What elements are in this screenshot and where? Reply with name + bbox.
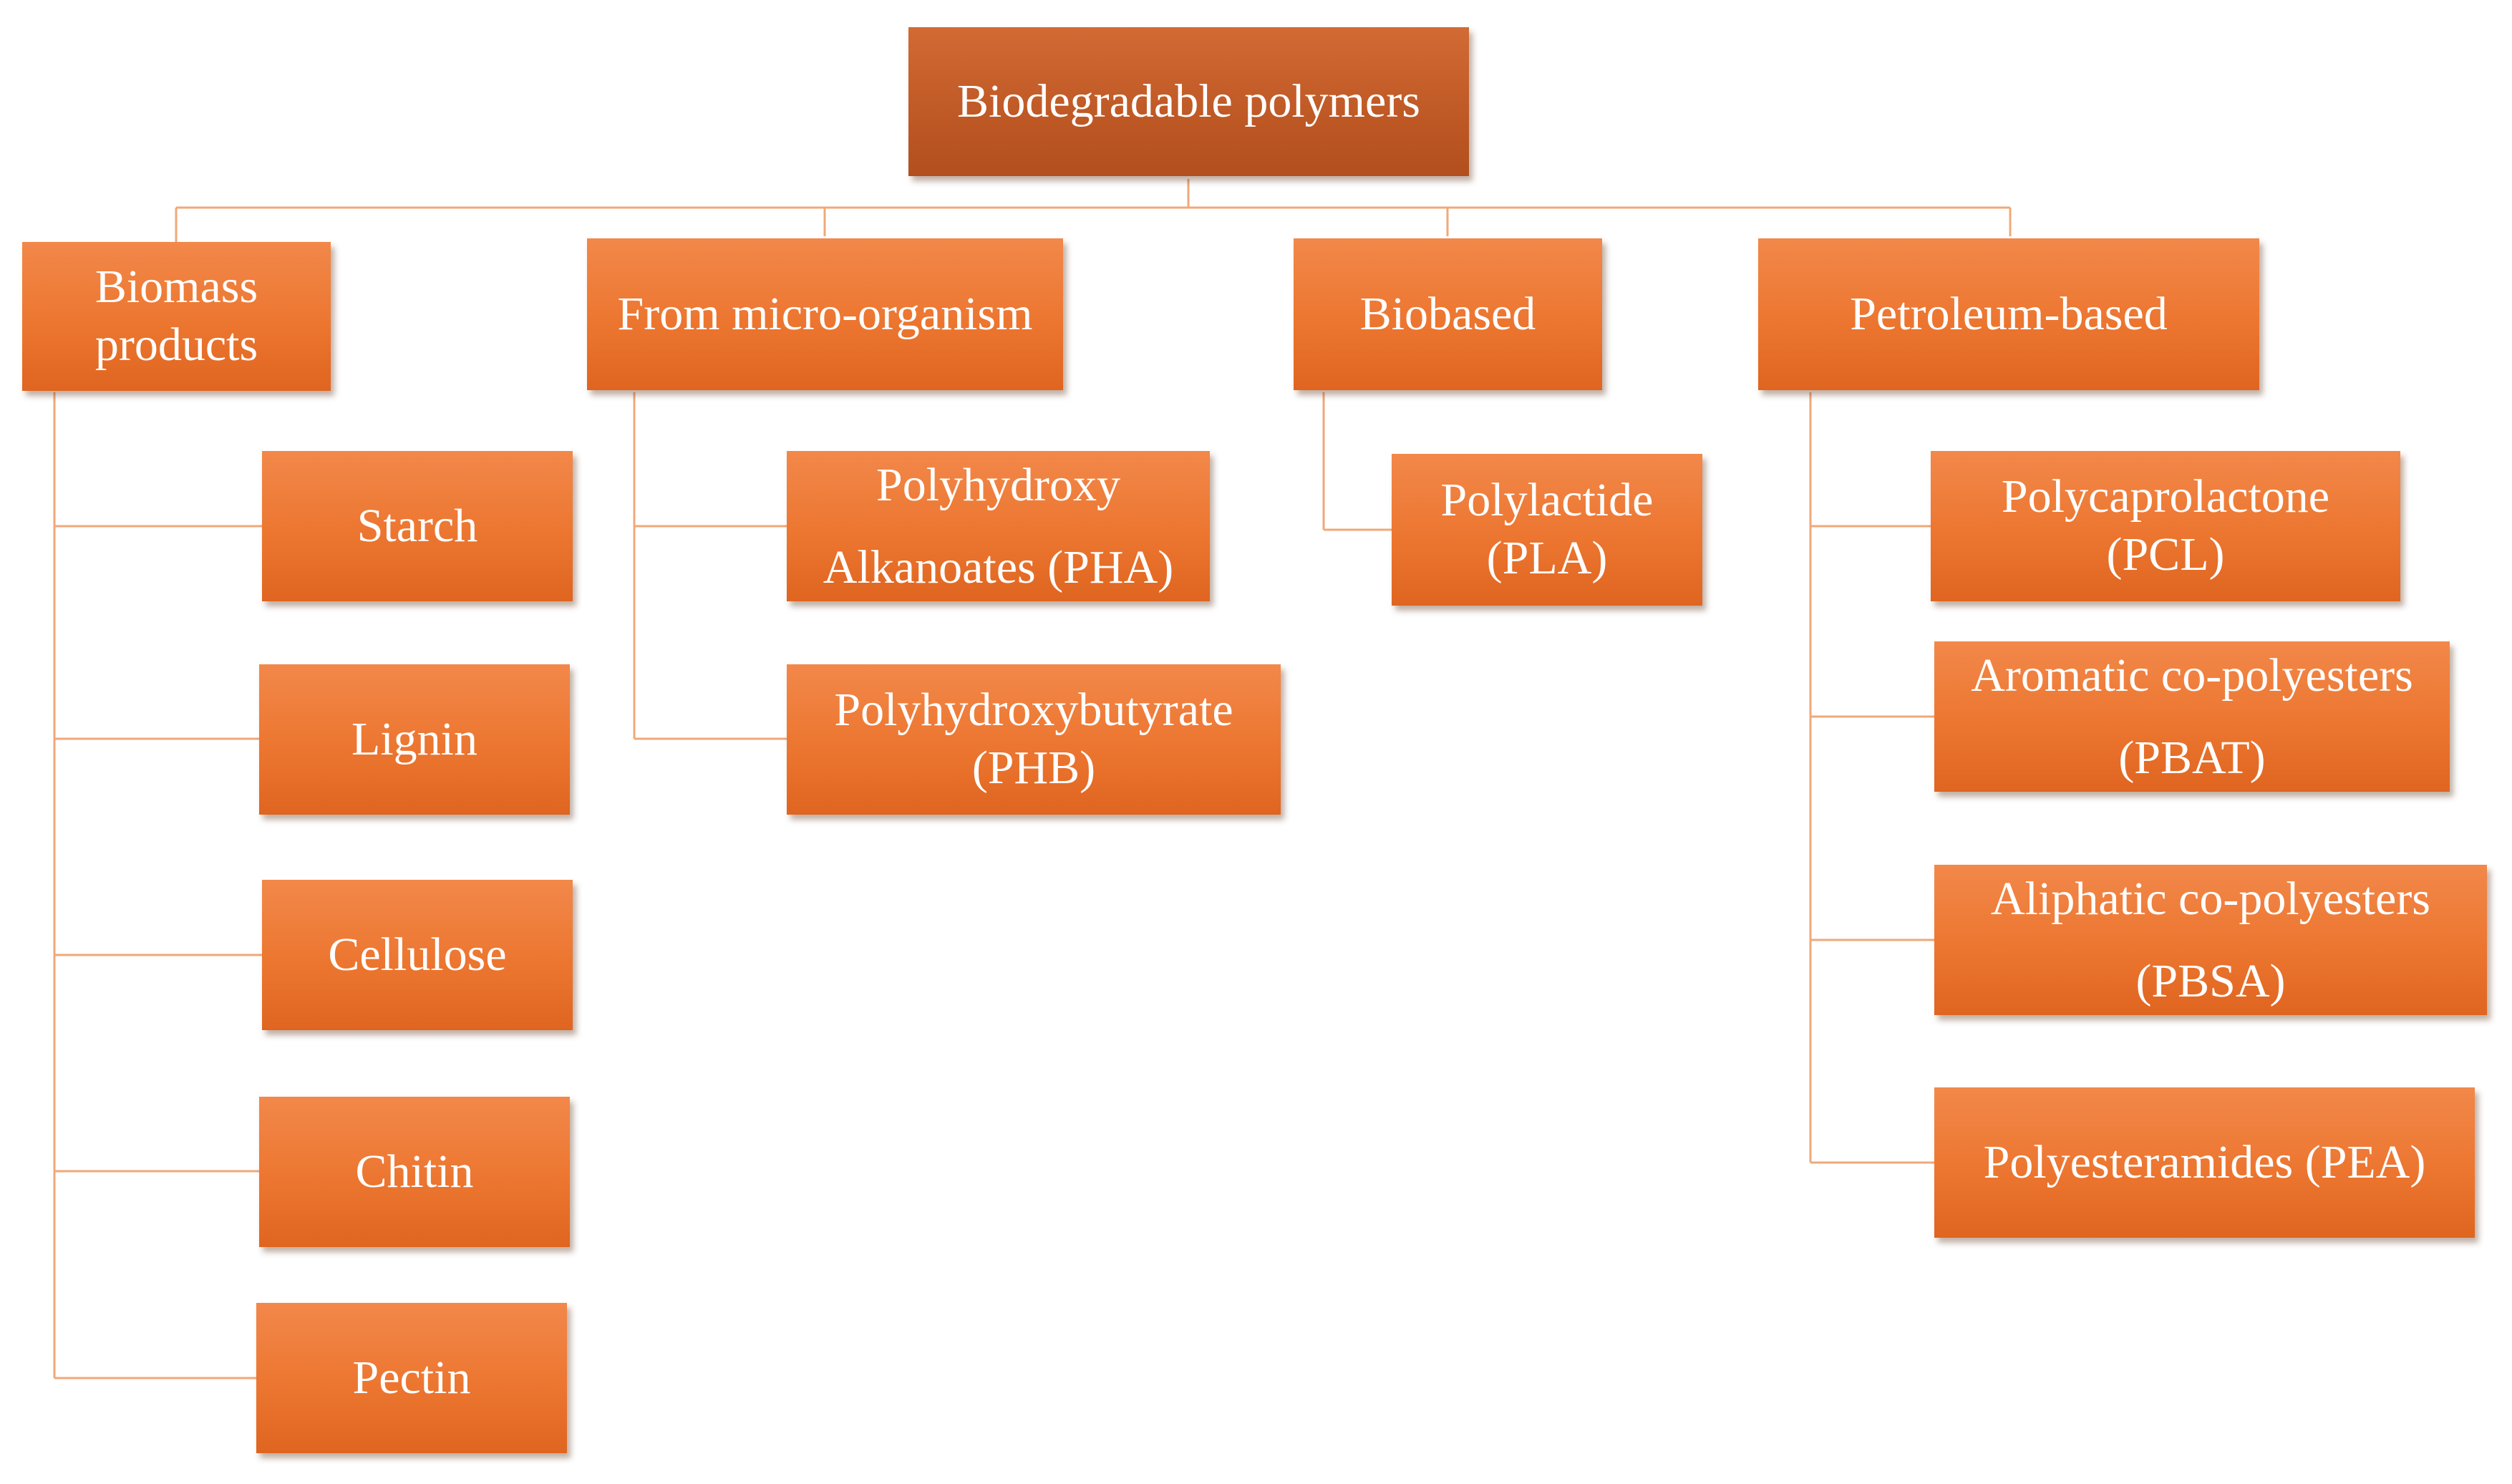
leaf-cellulose: Cellulose: [262, 880, 573, 1030]
root-label: Biodegradable polymers: [957, 74, 1420, 127]
leaf-pea: Polyesteramides (PEA): [1934, 1087, 2475, 1238]
leaf-pbsa: Aliphatic co-polyesters (PBSA): [1934, 865, 2487, 1015]
category-petroleum-based: Petroleum-based: [1758, 238, 2259, 390]
leaf-label: Polyhydroxy Alkanoates (PHA): [823, 458, 1174, 594]
leaf-label: Starch: [357, 499, 478, 552]
leaf-lignin: Lignin: [259, 664, 570, 815]
leaf-label: Lignin: [351, 712, 477, 765]
category-label: Biomass products: [94, 261, 258, 371]
leaf-pcl: Polycaprolactone (PCL): [1931, 451, 2400, 601]
leaf-pbat: Aromatic co-polyesters (PBAT): [1934, 641, 2450, 792]
leaf-starch: Starch: [262, 451, 573, 601]
leaf-pla: Polylactide (PLA): [1392, 454, 1702, 606]
leaf-label: Aliphatic co-polyesters (PBSA): [1991, 872, 2430, 1008]
category-label: Petroleum-based: [1850, 287, 2168, 340]
category-label: Biobased: [1359, 287, 1536, 340]
leaf-label: Chitin: [355, 1145, 474, 1198]
root-node: Biodegradable polymers: [908, 27, 1469, 176]
category-label: From micro-organism: [617, 287, 1033, 340]
category-biobased: Biobased: [1294, 238, 1602, 390]
leaf-label: Pectin: [352, 1351, 471, 1404]
leaf-phb: Polyhydroxybutyrate (PHB): [787, 664, 1281, 815]
leaf-label: Polyesteramides (PEA): [1983, 1135, 2426, 1188]
leaf-label: Polylactide (PLA): [1440, 474, 1654, 584]
leaf-pha: Polyhydroxy Alkanoates (PHA): [787, 451, 1210, 601]
leaf-pectin: Pectin: [256, 1303, 567, 1453]
leaf-label: Aromatic co-polyesters (PBAT): [1971, 649, 2413, 785]
category-biomass-products: Biomass products: [22, 242, 331, 391]
leaf-label: Cellulose: [328, 928, 507, 981]
leaf-label: Polyhydroxybutyrate (PHB): [834, 684, 1233, 794]
leaf-label: Polycaprolactone (PCL): [2001, 470, 2330, 581]
leaf-chitin: Chitin: [259, 1097, 570, 1247]
category-from-micro-organism: From micro-organism: [587, 238, 1063, 390]
